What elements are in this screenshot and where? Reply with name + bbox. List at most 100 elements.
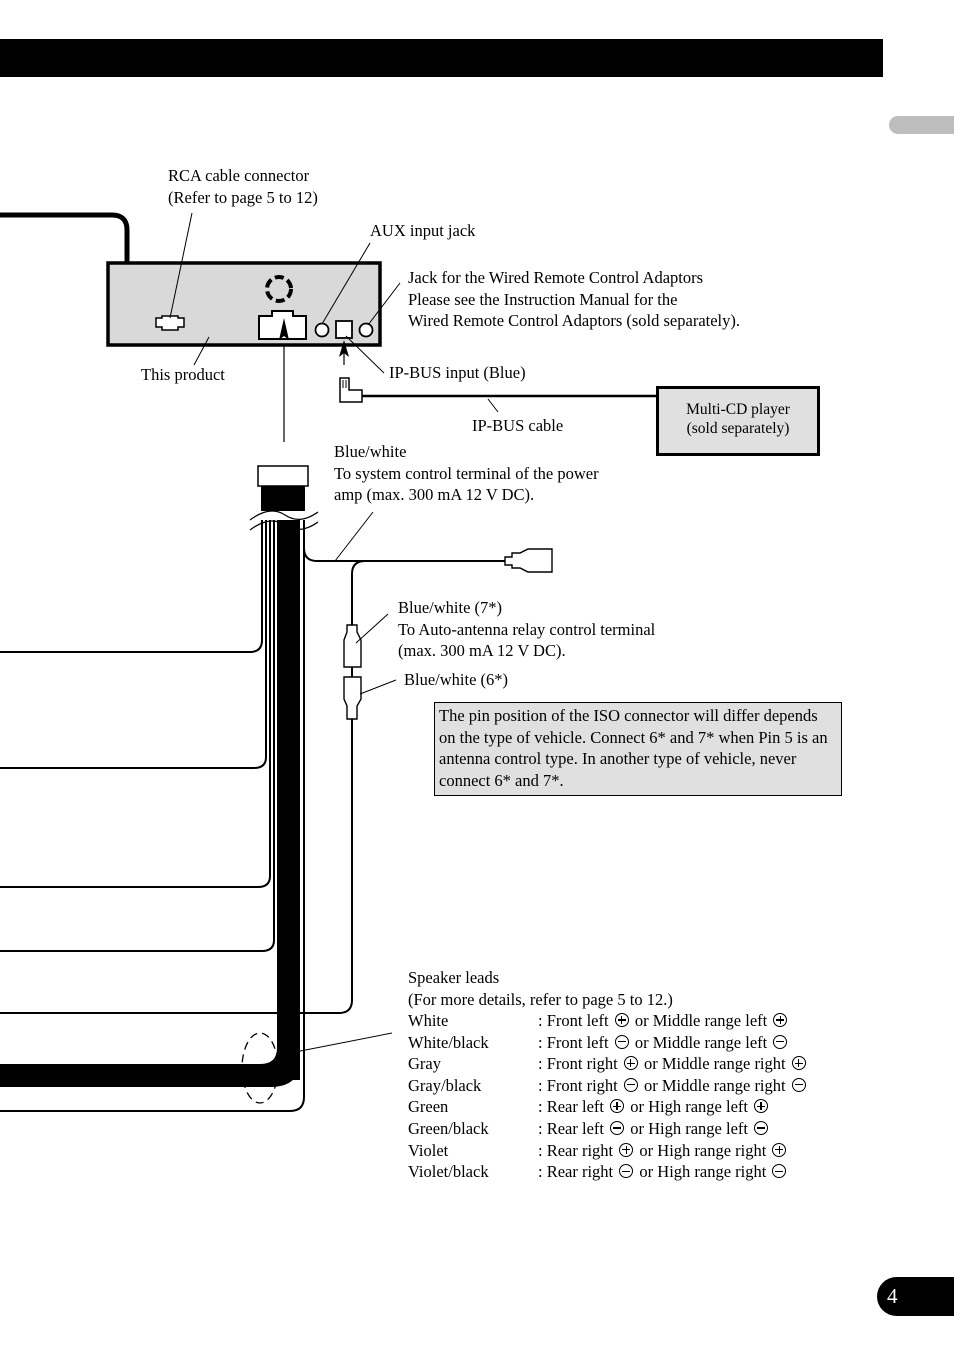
iso-note-box: The pin position of the ISO connector wi…: [434, 702, 842, 796]
blue-white-amp-label: Blue/white To system control terminal of…: [334, 441, 599, 506]
thick-lead: [0, 1040, 300, 1087]
minus-icon: [619, 1164, 634, 1179]
speaker-leads-table: White : Front left or Middle range left W…: [408, 1010, 808, 1183]
plus-icon: [772, 1142, 787, 1157]
plus-icon: [619, 1142, 634, 1157]
antenna-cable: [0, 212, 130, 285]
label-line: Multi-CD player: [686, 401, 790, 418]
wire-function: : Front right or Middle range right: [538, 1075, 808, 1097]
minus-icon: [754, 1120, 769, 1135]
speaker-lead-row: Violet : Rear right or High range right: [408, 1140, 808, 1162]
detail-highlight: [241, 1032, 279, 1104]
channel-text: : Rear right: [538, 1140, 614, 1160]
wire-function: : Front right or Middle range right: [538, 1053, 808, 1075]
rca-connector-label: RCA cable connector (Refer to page 5 to …: [168, 165, 318, 208]
page-number: 4: [877, 1277, 954, 1316]
wire-function: : Front left or Middle range left: [538, 1010, 808, 1032]
wire-color: Violet: [408, 1140, 449, 1160]
aux-input-label: AUX input jack: [370, 221, 476, 240]
channel-text: : Front left: [538, 1032, 609, 1052]
fan-icon: [265, 275, 293, 303]
plus-icon: [754, 1099, 769, 1114]
alt-channel-text: or Middle range right: [639, 1054, 786, 1074]
blue-white-7-label: Blue/white (7*) To Auto-antenna relay co…: [398, 597, 655, 662]
harness-plug: [257, 465, 309, 487]
this-product-label: This product: [141, 365, 225, 384]
channel-text: : Rear left: [538, 1097, 604, 1117]
wire-function: : Rear right or High range right: [538, 1161, 808, 1183]
wire-function: : Rear right or High range right: [538, 1140, 808, 1162]
label-line: To system control terminal of the power: [334, 463, 599, 483]
alt-channel-text: or Middle range left: [630, 1011, 768, 1030]
arrow-up-icon: [339, 340, 349, 357]
remote-jack-icon: [358, 322, 374, 338]
blue-white-6-label: Blue/white (6*): [404, 670, 509, 689]
alt-channel-text: or High range left: [626, 1118, 748, 1138]
label-line: (sold separately): [686, 420, 790, 437]
plus-icon: [610, 1099, 625, 1114]
aux-jack-icon: [314, 322, 330, 338]
channel-text: : Rear right: [538, 1162, 614, 1182]
label-line: To Auto-antenna relay control terminal: [398, 619, 656, 639]
speaker-lead-row: Violet/black : Rear right or High range r…: [408, 1161, 808, 1183]
wire-color: White/black: [408, 1032, 489, 1052]
minus-icon: [610, 1120, 625, 1135]
speaker-lead-row: White/black : Front left or Middle range …: [408, 1032, 808, 1054]
label-line: RCA cable connector: [168, 166, 310, 185]
ipbus-cable-label: IP-BUS cable: [472, 416, 564, 435]
speaker-lead-row: Gray : Front right or Middle range right: [408, 1053, 808, 1075]
alt-channel-text: or Middle range right: [639, 1075, 786, 1095]
minus-icon: [772, 1164, 787, 1179]
ipbus-port-icon: [335, 320, 353, 339]
head-unit-body: [106, 261, 382, 347]
channel-text: : Front left: [538, 1011, 609, 1030]
label-line: Wired Remote Control Adaptors (sold sepa…: [408, 311, 741, 330]
plus-icon: [623, 1056, 638, 1071]
speaker-leads-title: Speaker leads: [408, 968, 500, 987]
wire-color: Gray/black: [408, 1075, 482, 1095]
multi-cd-player-box: Multi-CD player (sold separately): [656, 386, 820, 456]
plus-icon: [614, 1013, 629, 1027]
speaker-lead-row: White : Front left or Middle range left: [408, 1010, 808, 1032]
minus-icon: [791, 1077, 806, 1092]
label-line: (max. 300 mA 12 V DC).: [398, 641, 566, 660]
label-line: Blue/white (7*): [398, 598, 503, 617]
alt-channel-text: or Middle range left: [630, 1032, 768, 1052]
ipbus-input-label: IP-BUS input (Blue): [389, 363, 526, 382]
channel-text: : Front right: [538, 1054, 618, 1074]
channel-text: : Rear left: [538, 1118, 604, 1138]
label-line: Blue/white: [334, 442, 407, 461]
label-line: Jack for the Wired Remote Control Adapto…: [408, 268, 704, 287]
wire-bundle: [277, 520, 300, 1080]
wire-color: White: [408, 1011, 449, 1030]
label-line: amp (max. 300 mA 12 V DC).: [334, 485, 535, 504]
alt-channel-text: or High range right: [635, 1140, 767, 1160]
antenna-terminal-6-icon: [343, 676, 362, 720]
wire-color: Gray: [408, 1054, 441, 1074]
plus-icon: [791, 1056, 806, 1071]
speaker-leads-subtitle: (For more details, refer to page 5 to 12…: [408, 990, 673, 1009]
alt-channel-text: or High range left: [626, 1097, 748, 1117]
minus-icon: [773, 1034, 788, 1049]
arrow-up-icon: [279, 318, 289, 340]
channel-text: : Front right: [538, 1075, 618, 1095]
section-tab: [889, 116, 954, 134]
label-line: (Refer to page 5 to 12): [168, 187, 318, 207]
wire-color: Violet/black: [408, 1162, 489, 1182]
wire-color: Green/black: [408, 1118, 489, 1138]
wire-function: : Rear left or High range left: [538, 1118, 808, 1140]
speaker-lead-row: Green : Rear left or High range left: [408, 1096, 808, 1118]
alt-channel-text: or High range right: [635, 1162, 767, 1182]
minus-icon: [614, 1034, 629, 1049]
rca-connector-icon: [155, 315, 185, 331]
minus-icon: [623, 1077, 638, 1092]
wired-remote-label: Jack for the Wired Remote Control Adapto…: [408, 267, 740, 332]
wire-function: : Front left or Middle range left: [538, 1032, 808, 1054]
wire-color: Green: [408, 1097, 449, 1117]
speaker-lead-row: Green/black : Rear left or High range lef…: [408, 1118, 808, 1140]
speaker-lead-row: Gray/black : Front right or Middle range …: [408, 1075, 808, 1097]
amp-terminal-icon: [504, 548, 553, 573]
plus-icon: [773, 1013, 788, 1027]
label-line: Please see the Instruction Manual for th…: [408, 289, 678, 309]
